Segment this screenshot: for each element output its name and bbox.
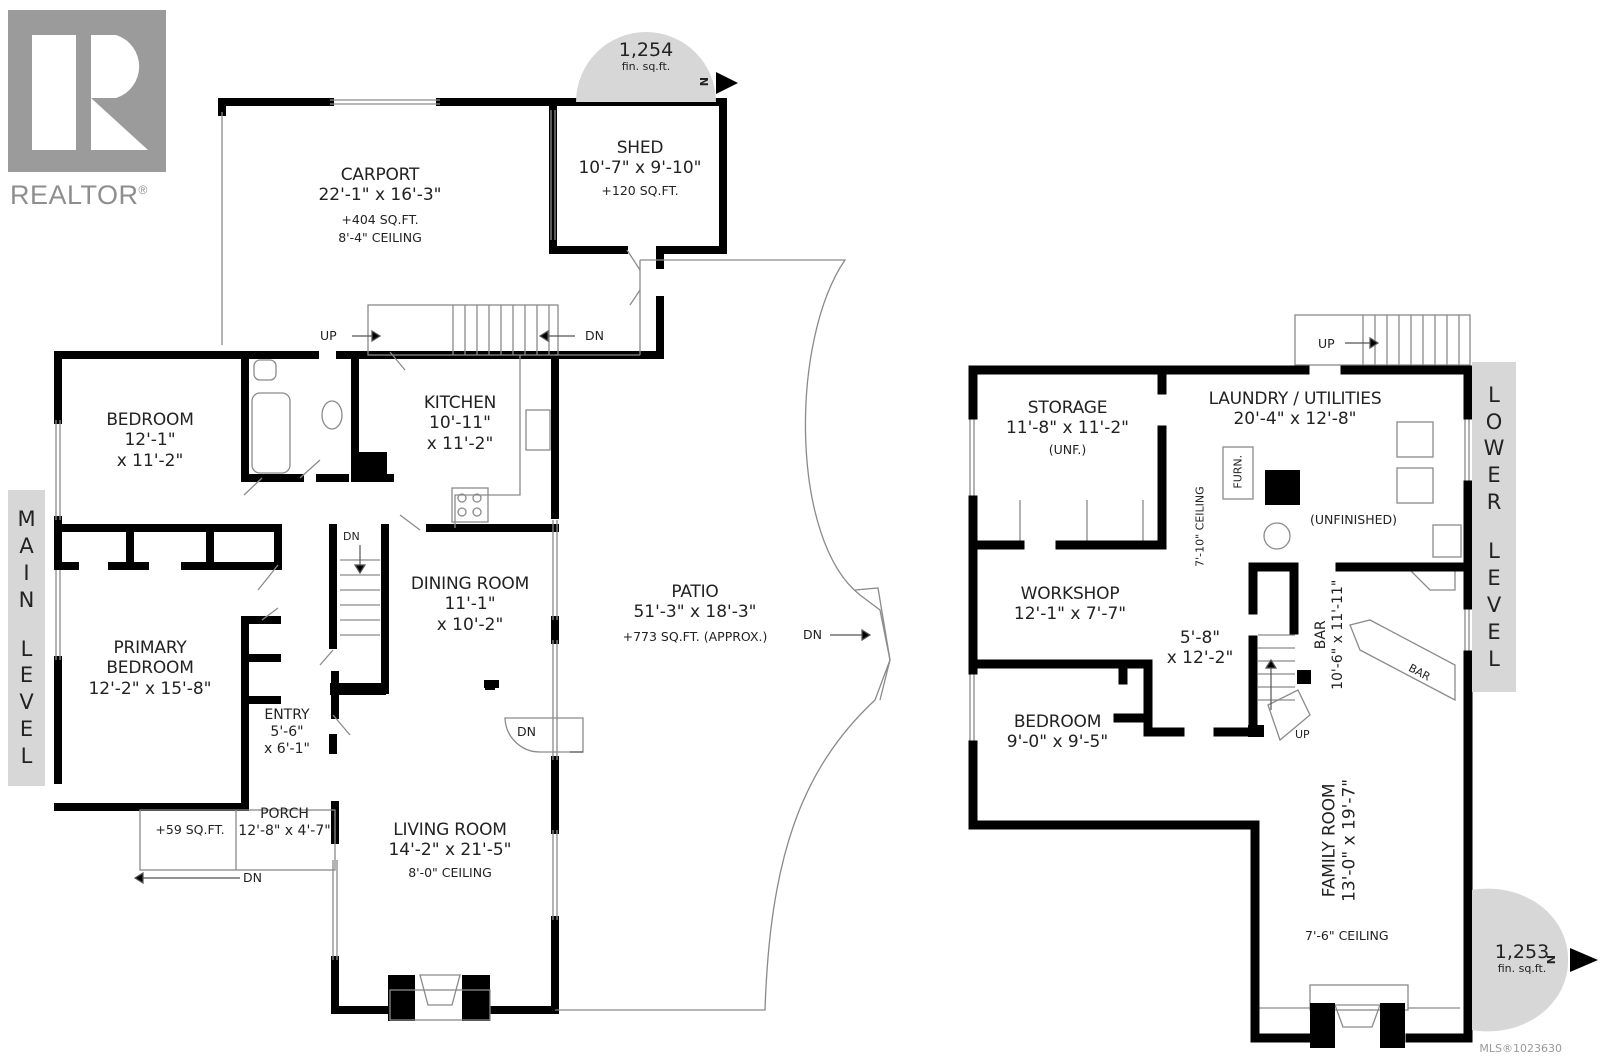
compass-north-lower: N (1545, 954, 1559, 965)
room-living: LIVING ROOM 14'-2" x 21'-5" 8'-0" CEILIN… (388, 820, 512, 880)
laundry-unfinished-note: (UNFINISHED) (1310, 512, 1398, 527)
room-shed: SHED 10'-7" x 9'-10" +120 SQ.FT. (578, 138, 702, 198)
room-bedroom-lower: BEDROOM 9'-0" x 9'-5" (1006, 712, 1109, 753)
area-badge-lower: 1,253 fin. sq.ft. (1494, 941, 1550, 975)
compass-north-main: N (698, 76, 712, 87)
room-patio: PATIO 51'-3" x 18'-3" +773 SQ.FT. (APPRO… (622, 582, 768, 644)
stair-dn-carport: DN (585, 328, 604, 343)
room-kitchen: KITCHEN 10'-11" x 11'-2" (423, 393, 497, 454)
realtor-r-icon (8, 10, 166, 172)
stair-up-lower-exterior: UP (1318, 336, 1335, 351)
realtor-wordmark: REALTOR® (10, 180, 148, 210)
hall-ceiling-note: 7'-10" CEILING (1193, 486, 1207, 567)
room-hall: 5'-8" x 12'-2" (1166, 628, 1234, 669)
stair-dn-dining: DN (517, 724, 536, 739)
room-bedroom: BEDROOM 12'-1" x 11'-2" (106, 410, 194, 471)
room-primary-bedroom: PRIMARY BEDROOM 12'-2" x 15'-8" (88, 638, 212, 699)
stair-up-carport: UP (320, 328, 337, 343)
room-storage: STORAGE 11'-8" x 11'-2" (UNF.) (1005, 398, 1130, 457)
family-ceiling-note: 7'-6" CEILING (1305, 928, 1389, 943)
room-family: FAMILY ROOM 13'-0" x 19'-7" (1319, 778, 1360, 902)
area-badge-main: 1,254 fin. sq.ft. (618, 39, 674, 73)
stair-dn-porch: DN (243, 870, 262, 885)
room-porch: PORCH 12'-8" x 4'-7" (238, 806, 331, 839)
porch-area-note: +59 SQ.FT. (155, 822, 225, 837)
room-laundry: LAUNDRY / UTILITIES 20'-4" x 12'-8" (1208, 389, 1382, 430)
room-workshop: WORKSHOP 12'-1" x 7'-7" (1013, 584, 1127, 625)
area-badge-main-shape (576, 32, 716, 102)
room-bar: BAR 10'-6" x 11'-11" (1313, 579, 1346, 690)
mls-number: MLS®1023630 (1479, 1042, 1562, 1055)
stair-dn-patio: DN (803, 627, 822, 642)
room-carport: CARPORT 22'-1" x 16'-3" +404 SQ.FT. 8'-4… (318, 165, 442, 245)
furnace-label: FURN. (1231, 454, 1245, 489)
room-entry: ENTRY 5'-6" x 6'-1" (264, 707, 310, 757)
stair-up-lower-interior: UP (1295, 728, 1310, 741)
stair-dn-main: DN (343, 530, 360, 543)
room-dining: DINING ROOM 11'-1" x 10'-2" (410, 574, 530, 635)
